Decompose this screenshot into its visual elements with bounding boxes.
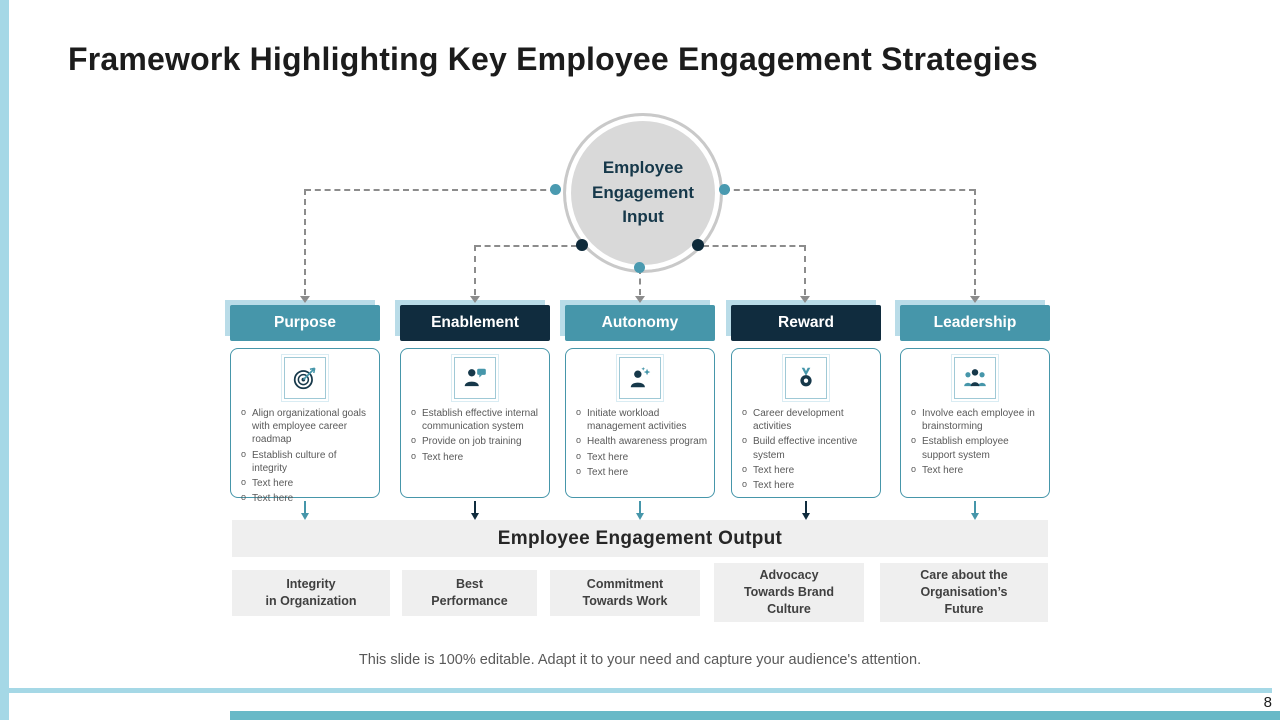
node-dot: [719, 184, 730, 195]
bullet-text: Provide on job training: [422, 436, 522, 448]
bullet-text: Establish culture of integrity: [252, 449, 337, 474]
node-dot: [576, 239, 588, 251]
strategy-card: Career development activities Build effe…: [731, 348, 881, 498]
bullet-text: Text here: [922, 464, 964, 476]
output-box: Integrity in Organization: [232, 570, 390, 616]
node-dot: [692, 239, 704, 251]
strategy-card: Align organizational goals with employee…: [230, 348, 380, 504]
strategy-card: Involve each employee in brainstorming E…: [900, 348, 1050, 498]
connector-arrow-icon: [800, 296, 810, 303]
output-box: Best Performance: [402, 570, 537, 616]
strategy-column-autonomy: Autonomy Initiate workload management ac…: [560, 300, 715, 520]
employee-wellness-icon: [616, 354, 664, 402]
bullet-text: Initiate workload management activities: [587, 408, 687, 433]
column-header: Leadership: [895, 300, 1050, 341]
output-box: Commitment Towards Work: [550, 570, 700, 616]
column-header: Enablement: [395, 300, 550, 341]
strategy-column-leadership: Leadership Involve each employee in brai…: [895, 300, 1050, 520]
bullet-text: Career development activities: [753, 408, 844, 433]
connector-line: [974, 189, 976, 295]
down-arrow-icon: [636, 501, 644, 520]
node-dot: [550, 184, 561, 195]
connector-line: [703, 245, 805, 247]
employee-communication-icon: [451, 354, 499, 402]
bullet-list: Involve each employee in brainstorming E…: [901, 407, 1049, 477]
connector-arrow-icon: [635, 296, 645, 303]
bullet-text: Text here: [587, 466, 629, 478]
connector-line: [804, 245, 806, 295]
bullet-text: Involve each employee in brainstorming: [922, 408, 1035, 433]
strategy-column-enablement: Enablement Establish effective internal …: [395, 300, 550, 520]
down-arrow-icon: [301, 501, 309, 520]
editable-note: This slide is 100% editable. Adapt it to…: [358, 652, 922, 668]
connector-line: [474, 245, 476, 295]
bullet-text: Text here: [422, 451, 464, 463]
bullet-list: Initiate workload management activities …: [566, 407, 714, 479]
page-title: Framework Highlighting Key Employee Enga…: [68, 41, 1038, 78]
bullet-list: Establish effective internal communicati…: [401, 407, 549, 464]
output-box: Advocacy Towards Brand Culture: [714, 563, 864, 622]
leadership-team-icon: [951, 354, 999, 402]
connector-line: [475, 245, 577, 247]
left-accent-bar: [0, 0, 9, 720]
bullet-text: Text here: [753, 464, 795, 476]
bullet-list: Career development activities Build effe…: [732, 407, 880, 492]
connector-line: [639, 268, 641, 295]
reward-medal-icon: [782, 354, 830, 402]
bullet-list: Align organizational goals with employee…: [231, 407, 379, 505]
connector-line: [304, 189, 306, 295]
strategy-column-purpose: Purpose Align organizational goals with …: [225, 300, 380, 520]
output-box: Care about the Organisation’s Future: [880, 563, 1048, 622]
column-header: Reward: [726, 300, 881, 341]
bullet-text: Text here: [252, 477, 294, 489]
connector-arrow-icon: [300, 296, 310, 303]
column-header: Purpose: [225, 300, 380, 341]
target-icon: [281, 354, 329, 402]
bullet-text: Text here: [252, 493, 294, 505]
column-header: Autonomy: [560, 300, 715, 341]
connector-arrow-icon: [970, 296, 980, 303]
page-number: 8: [1263, 694, 1272, 711]
strategy-card: Initiate workload management activities …: [565, 348, 715, 498]
node-dot: [634, 262, 645, 273]
bottom-accent-bar: [230, 711, 1280, 720]
strategy-column-reward: Reward Career development activities Bui…: [726, 300, 881, 520]
down-arrow-icon: [802, 501, 810, 520]
strategy-card: Establish effective internal communicati…: [400, 348, 550, 498]
input-circle-label: Employee Engagement Input: [591, 158, 695, 227]
bullet-text: Health awareness program: [587, 436, 708, 448]
bullet-text: Establish employee support system: [922, 436, 1009, 461]
down-arrow-icon: [971, 501, 979, 520]
down-arrow-icon: [471, 501, 479, 520]
employee-engagement-output-bar: Employee Engagement Output: [232, 520, 1048, 557]
connector-line: [724, 189, 975, 191]
bullet-text: Build effective incentive system: [753, 436, 858, 461]
bullet-text: Establish effective internal communicati…: [422, 408, 539, 433]
bullet-text: Text here: [753, 479, 795, 491]
connector-arrow-icon: [470, 296, 480, 303]
bullet-text: Text here: [587, 451, 629, 463]
connector-line: [305, 189, 556, 191]
bullet-text: Align organizational goals with employee…: [252, 408, 366, 446]
bottom-accent-line: [9, 688, 1272, 693]
